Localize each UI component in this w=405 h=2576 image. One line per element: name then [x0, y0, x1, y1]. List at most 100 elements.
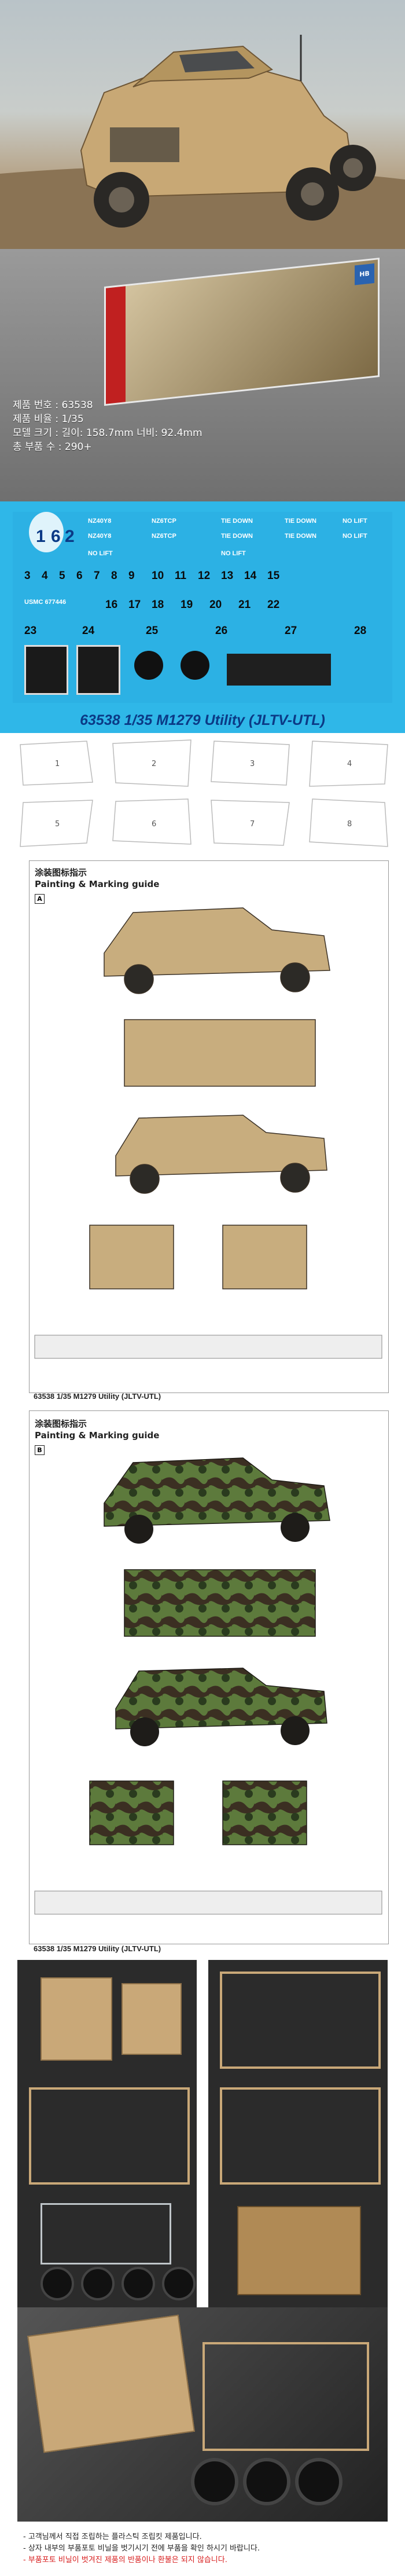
- decal-misc: NO LIFT: [343, 518, 367, 525]
- decal-number: 7: [94, 570, 100, 582]
- decal-number: 26: [215, 625, 228, 637]
- tire: [191, 2458, 238, 2505]
- decal-plate: NZ40Y8: [88, 518, 112, 525]
- photo-etch-sheet: [237, 2206, 361, 2295]
- spec-row: 모델 크기 : 길이: 158.7mm 너비: 92.4mm: [13, 427, 203, 439]
- decal-number: 12: [198, 570, 211, 582]
- sprue-photo: [17, 2076, 197, 2192]
- decal-strip: [227, 654, 331, 686]
- painting-guide-b: 涂装图标指示 Painting & Marking guide B 63538 …: [0, 1405, 405, 1960]
- decal-number: 27: [285, 625, 297, 637]
- sprue-part: [122, 1983, 182, 2055]
- box-spine: [106, 286, 126, 404]
- part-label: 6: [152, 820, 157, 829]
- sprue-photo: [17, 1960, 197, 2076]
- parts-collage-photo: [17, 2307, 388, 2522]
- sprue-photo: [208, 1960, 388, 2076]
- sprue-photo: [208, 2076, 388, 2192]
- decal-number: 11: [175, 570, 187, 582]
- decal-plate: NZ6TCP: [152, 518, 176, 525]
- decal-area: 1 6 2 NZ40Y8 NZ40Y8 NZ6TCP NZ6TCP TIE DO…: [13, 512, 392, 703]
- sprue-frame: [203, 2342, 369, 2451]
- sprue-frame: [220, 1972, 381, 2069]
- decal-misc: NO LIFT: [343, 533, 367, 540]
- decal-disc: [29, 512, 64, 552]
- part-label: 2: [152, 760, 157, 768]
- spec-row: 제품 번호 : 63538: [13, 400, 93, 411]
- part-outlines: 1 2 3 4 5 6 7 8: [0, 733, 405, 855]
- guide-footer: 63538 1/35 M1279 Utility (JLTV-UTL): [34, 1392, 161, 1401]
- photo-etch-photo: [208, 2192, 388, 2307]
- decal-number: 2: [65, 527, 75, 546]
- decal-misc: USMC 677446: [24, 599, 67, 606]
- sprue-frame: [29, 2087, 190, 2185]
- decal-plate: TIE DOWN: [221, 533, 253, 540]
- decal-number: 1: [36, 527, 46, 546]
- decal-number: 6: [76, 570, 83, 582]
- decal-number: 15: [267, 570, 280, 582]
- note-line: - 상자 내부의 부품포토 비닐을 벗기시기 전에 부품을 확인 하시기 바랍니…: [23, 2544, 260, 2553]
- decal-number: 17: [128, 599, 141, 611]
- guide-heading-en: Painting & Marking guide: [35, 879, 160, 889]
- decal-number: 23: [24, 625, 37, 637]
- decal-gauge: [181, 651, 209, 680]
- sprue-part: [27, 2314, 195, 2453]
- decal-sheet: 1 6 2 NZ40Y8 NZ40Y8 NZ6TCP NZ6TCP TIE DO…: [0, 501, 405, 733]
- decal-number: 5: [59, 570, 65, 582]
- decal-panel: [76, 645, 120, 695]
- tire: [162, 2267, 196, 2300]
- spec-row: 제품 비율 : 1/35: [13, 413, 84, 425]
- scheme-letter: A: [35, 894, 45, 904]
- decal-number: 14: [244, 570, 257, 582]
- decal-plate: TIE DOWN: [221, 518, 253, 525]
- decal-number: 25: [146, 625, 159, 637]
- guide-vehicle-views: [34, 1457, 382, 1915]
- guide-vehicle-views: [34, 907, 382, 1359]
- brand-logo-icon: HB: [355, 263, 374, 285]
- decal-gauge: [134, 651, 163, 680]
- box-section: HB 제품 번호 : 63538 제품 비율 : 1/35 모델 크기 : 길이…: [0, 249, 405, 501]
- clear-parts-photo: [17, 2192, 197, 2307]
- clear-sprue: [41, 2203, 171, 2264]
- scheme-letter: B: [35, 1445, 45, 1455]
- guide-footer: 63538 1/35 M1279 Utility (JLTV-UTL): [34, 1944, 161, 1953]
- decal-number: 6: [51, 527, 61, 546]
- part-label: 4: [347, 760, 352, 768]
- note-line: - 고객님께서 직접 조립하는 플라스틱 조립킷 제품입니다.: [23, 2533, 202, 2541]
- decal-number: 28: [354, 625, 367, 637]
- box-art: HB: [104, 257, 380, 406]
- guide-heading-cn: 涂装图标指示: [35, 1419, 87, 1429]
- note-line-warning: - 부품포토 비닐이 벗겨진 제품의 반품이나 환불은 되지 않습니다.: [23, 2556, 227, 2564]
- decal-number: 8: [111, 570, 117, 582]
- decal-number: 3: [24, 570, 31, 582]
- decal-number: 13: [221, 570, 234, 582]
- guide-heading-en: Painting & Marking guide: [35, 1430, 160, 1441]
- decal-number: 18: [152, 599, 164, 611]
- decal-misc: NO LIFT: [88, 550, 113, 557]
- spec-list: 제품 번호 : 63538 제품 비율 : 1/35 모델 크기 : 길이: 1…: [13, 398, 203, 454]
- decal-number: 21: [238, 599, 251, 611]
- sprue-frame: [220, 2087, 381, 2185]
- decal-number: 9: [128, 570, 135, 582]
- hero-photo: [0, 0, 405, 249]
- decal-plate: NZ6TCP: [152, 533, 176, 540]
- decal-number: 20: [209, 599, 222, 611]
- decal-misc: NO LIFT: [221, 550, 246, 557]
- decal-plate: TIE DOWN: [285, 518, 316, 525]
- bottom-section: - 고객님께서 직접 조립하는 플라스틱 조립킷 제품입니다. - 상자 내부의…: [0, 2307, 405, 2576]
- part-label: 5: [55, 820, 60, 829]
- decal-number: 16: [105, 599, 118, 611]
- decal-caption: 63538 1/35 M1279 Utility (JLTV-UTL): [80, 712, 325, 728]
- decal-plate: TIE DOWN: [285, 533, 316, 540]
- decal-number: 19: [181, 599, 193, 611]
- sprue-photos: [0, 1960, 405, 2307]
- decal-panel: [24, 645, 68, 695]
- tire: [243, 2458, 290, 2505]
- tire: [295, 2458, 343, 2505]
- guide-frame: [29, 1410, 389, 1944]
- sprue-part: [41, 1977, 112, 2061]
- tire: [122, 2267, 155, 2300]
- vehicle-illustration: [0, 35, 405, 249]
- tire: [41, 2267, 74, 2300]
- decal-number: 22: [267, 599, 280, 611]
